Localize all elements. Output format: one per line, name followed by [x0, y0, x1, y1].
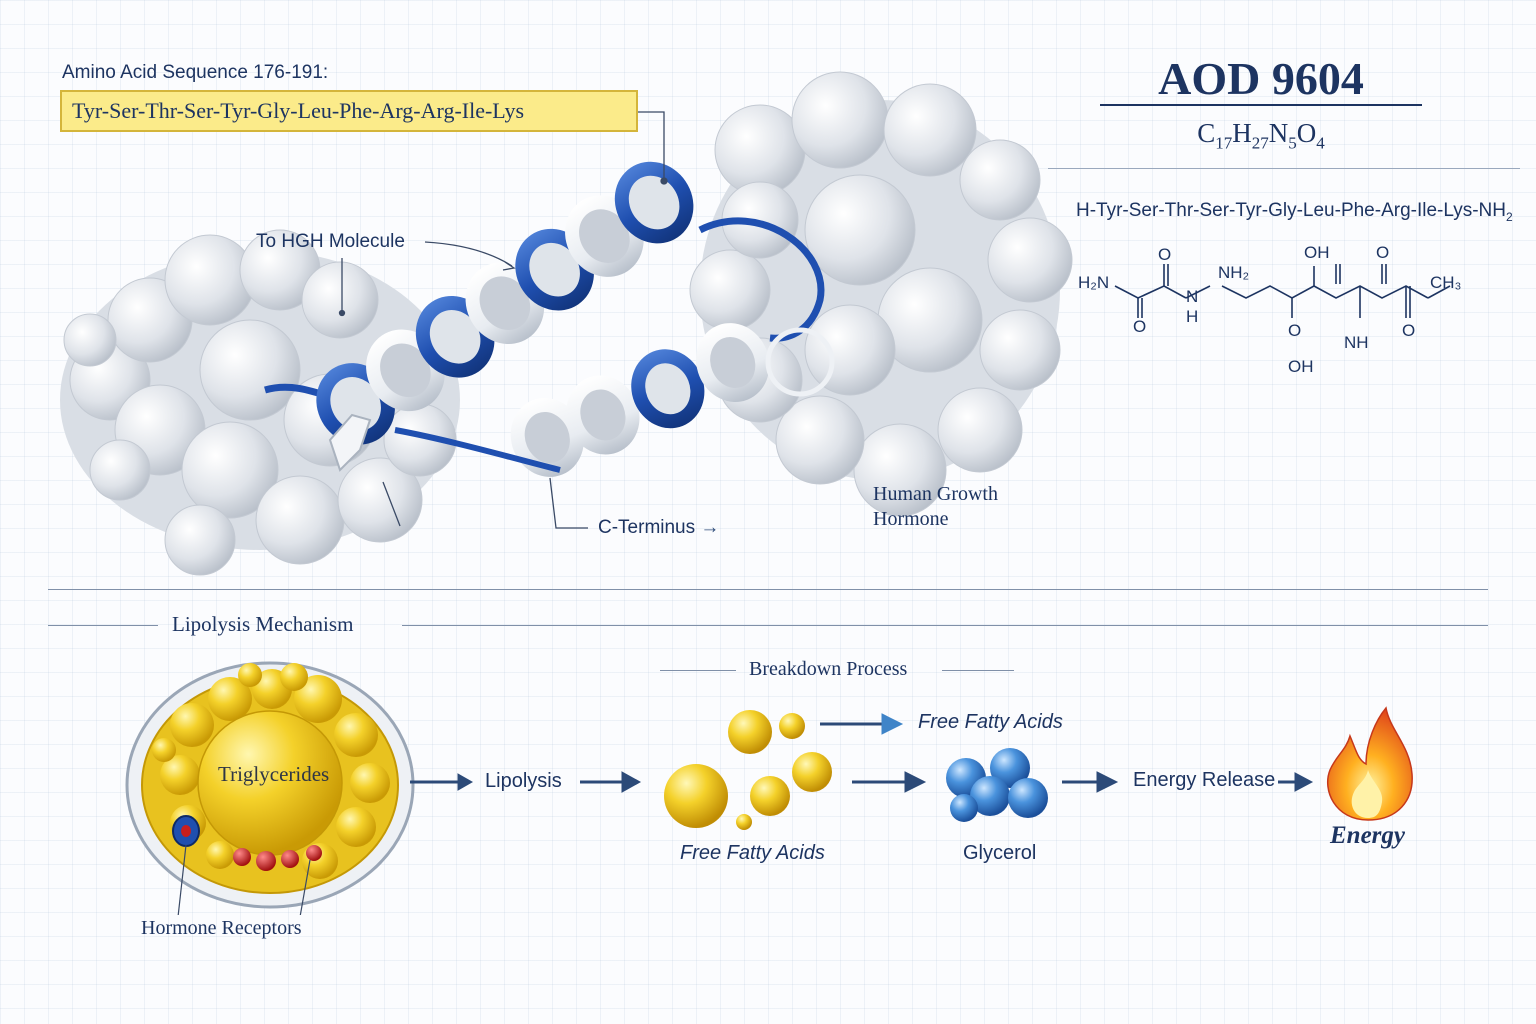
c-terminus-label: C-Terminus → [598, 517, 719, 539]
triglycerides-label: Triglycerides [218, 762, 330, 786]
section-divider [48, 589, 1488, 590]
free-fatty-acids-top: Free Fatty Acids [918, 711, 1063, 733]
title-underline [1100, 104, 1422, 106]
sequence-label: Amino Acid Sequence 176-191: [62, 62, 329, 83]
hgh-label: Human Growth Hormone [873, 482, 998, 532]
svg-text:O: O [1376, 243, 1389, 262]
glycerol-label: Glycerol [963, 842, 1037, 864]
svg-text:NH: NH [1344, 333, 1369, 352]
svg-text:OH: OH [1304, 243, 1330, 262]
lipolysis-title-rule-left [48, 625, 158, 626]
fat-cell [125, 661, 415, 915]
peptide-sequence: H-Tyr-Ser-Thr-Ser-Tyr-Gly-Leu-Phe-Arg-Il… [1076, 200, 1513, 224]
fatty-acid-droplets [664, 710, 832, 830]
glycerol-molecules [946, 748, 1048, 822]
free-fatty-acids-bottom: Free Fatty Acids [680, 842, 825, 864]
lipolysis-title: Lipolysis Mechanism [172, 612, 354, 636]
c-terminus-callout-line [549, 477, 588, 529]
to-hgh-label: To HGH Molecule [256, 231, 405, 252]
c-terminus-arrow-icon: → [700, 517, 720, 538]
svg-text:OH: OH [1288, 357, 1314, 376]
hgh-callout-line [424, 241, 513, 267]
helix-c-tail [394, 427, 561, 473]
svg-text:N: N [1186, 287, 1198, 306]
alpha-helix-main [264, 161, 825, 445]
energy-release-label: Energy Release [1133, 769, 1276, 791]
svg-text:NH₂: NH₂ [1218, 263, 1249, 282]
breakdown-rule-right [942, 670, 1014, 671]
breakdown-rule-left [660, 670, 736, 671]
energy-label: Energy [1330, 822, 1405, 849]
flame-icon [1326, 706, 1413, 821]
sequence-text: Tyr-Ser-Thr-Ser-Tyr-Gly-Leu-Phe-Arg-Arg-… [72, 98, 525, 123]
molecular-formula: C17H27N5O4 [1197, 118, 1325, 153]
svg-text:H: H [1186, 307, 1198, 326]
helix-loop [698, 217, 825, 342]
svg-text:O: O [1402, 321, 1415, 340]
hgh-label-line1: Human Growth [873, 483, 998, 505]
breakdown-title: Breakdown Process [749, 658, 908, 680]
hormone-receptors-label: Hormone Receptors [141, 917, 302, 939]
svg-text:O: O [1158, 245, 1171, 264]
hgh-label-line2: Hormone [873, 508, 949, 530]
sequence-callout-line [638, 111, 665, 178]
structural-formula: H₂N O O N H NH₂ OH O CH₃ O OH NH O [1078, 243, 1461, 376]
svg-text:O: O [1288, 321, 1301, 340]
protein-illustration [60, 71, 1073, 576]
svg-text:CH₃: CH₃ [1430, 273, 1461, 292]
svg-text:O: O [1133, 317, 1146, 336]
compound-title: AOD 9604 [1158, 53, 1364, 104]
hgh-surface-right [689, 71, 1073, 517]
hormone-receptors [233, 845, 322, 871]
c-terminus-text: C-Terminus [598, 517, 696, 538]
compound-divider [1048, 168, 1520, 169]
hgh-surface-left [60, 229, 460, 576]
svg-text:H₂N: H₂N [1078, 273, 1109, 292]
lipolysis-title-rule-right [402, 625, 1488, 626]
alpha-helix-secondary [328, 323, 835, 477]
step-lipolysis: Lipolysis [485, 770, 562, 792]
flow-diagram [410, 706, 1413, 830]
sequence-highlight-box: Tyr-Ser-Thr-Ser-Tyr-Gly-Leu-Phe-Arg-Arg-… [60, 90, 638, 132]
